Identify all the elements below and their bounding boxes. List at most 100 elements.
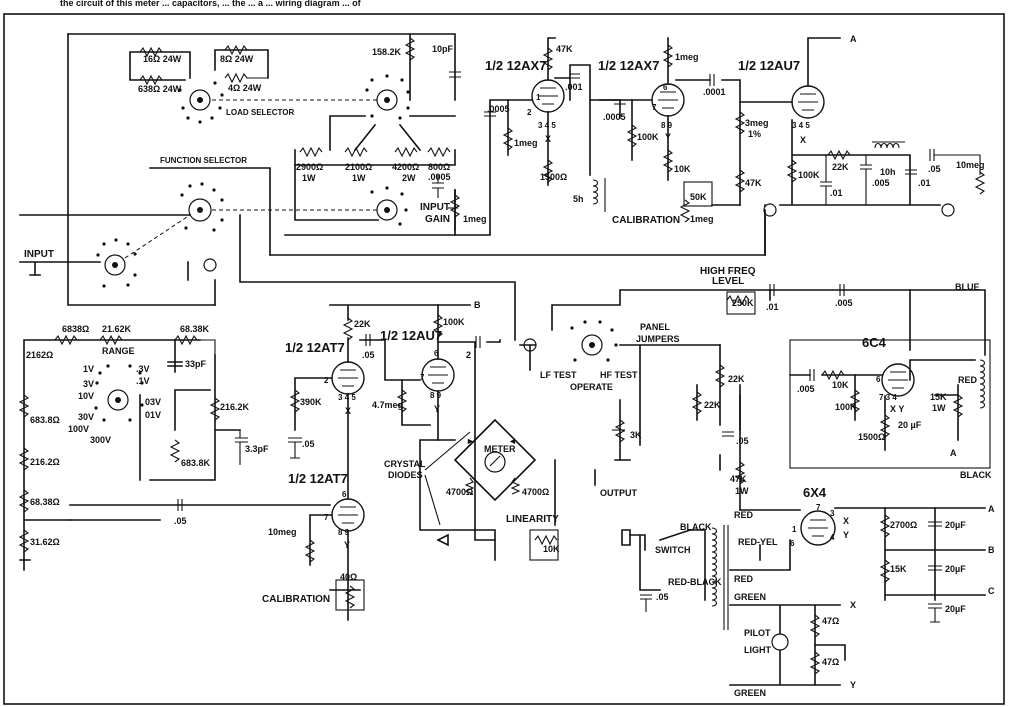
label-3-3pf: 3.3pF [245,444,269,454]
red-label-ps: RED [734,510,754,520]
pin-3-v8: 3 [830,509,835,518]
pins-89-v6: 8 9 [338,528,350,537]
label-4700-a: 4700Ω [446,487,473,497]
label-4700-b: 4700Ω [522,487,549,497]
label-47k-c: 47K [730,474,747,484]
label-0005-v2: .0005 [603,112,626,122]
pin-x-v3: X [800,135,806,145]
label-33pf: 33pF [185,359,207,369]
label-22k-a: 22K [832,162,849,172]
function-selector-label: FUNCTION SELECTOR [160,156,247,165]
pin-1: 1 [536,93,541,102]
label-05-b: .05 [362,350,375,360]
label-20uf-a: 20 µF [898,420,922,430]
label-20uf-d: 20µF [945,604,966,614]
label-20uf-b: 20µF [945,520,966,530]
black-label-osc: BLACK [960,470,992,480]
label-683ohm: 683.8Ω [30,415,60,425]
pin-7-v8: 7 [816,503,821,512]
calibration-bottom-label: CALIBRATION [262,594,330,605]
load-selector-block: 16Ω 24W 8Ω 24W 638Ω 24W 4Ω 24W LOAD SELE… [67,33,461,183]
node-a-osc: A [950,448,957,458]
label-22k-d: 22K [704,400,721,410]
pin-7-v6: 7 [324,513,329,522]
label-2w: 2W [402,173,416,183]
panel-jumpers-l2: JUMPERS [636,334,680,344]
red-label-osc: RED [958,375,978,385]
label-1w-d: 1W [735,486,749,496]
label-c2: 2 [466,350,471,360]
label-1w-c: 1W [932,403,946,413]
crystal-diodes-l2: DIODES [388,470,423,480]
calibration-top-label: CALIBRATION [612,215,680,226]
label-100k-d: 100K [835,402,857,412]
label-15k-b: 15K [890,564,907,574]
pin-4-v8: 4 [830,533,835,542]
input-gain-label-1: INPUT [420,202,450,213]
function-selector-block: FUNCTION SELECTOR .0005 INPUT GAIN 1meg … [19,33,766,341]
range-3v: .3V [136,364,150,374]
label-10k-v2: 10K [674,164,691,174]
load-selector-label: LOAD SELECTOR [226,108,295,117]
label-10meg-b: 10meg [268,527,297,537]
label-8ohm: 8Ω 24W [220,54,254,64]
range-01v: 01V [145,410,161,420]
pins-89-v2: 8 9 [661,121,673,130]
pilot-light-l2: LIGHT [744,645,771,655]
label-05-e: .05 [736,436,749,446]
pins-v7: 7 3 4 [879,393,897,402]
power-supply-block: SWITCH BLACK RED-BLACK .05 RED RED-YEL R… [621,485,995,698]
red-black-label: RED-BLACK [668,577,722,587]
meter-label: METER [484,444,516,454]
range-3v-b: 3V [83,379,94,389]
range-03v: 03V [145,397,161,407]
label-1meg-gain: 1meg [463,214,487,224]
output-label: OUTPUT [600,488,638,498]
pin-6: 6 [663,83,668,92]
hf-level-label-2: LEVEL [712,276,744,287]
pins-89-v5: 8 9 [430,391,442,400]
label-05-c: .05 [302,439,315,449]
pins-345-v4: 3 4 5 [338,393,356,402]
node-a-ps: A [988,504,995,514]
label-1w-b: 1W [352,173,366,183]
pin-x-v8: X [843,516,849,526]
label-100k-v3: 100K [798,170,820,180]
label-100k-c: 100K [443,317,465,327]
node-b: B [474,300,481,310]
label-005-b: .005 [835,298,853,308]
label-01-b: .01 [918,178,931,188]
pilot-light-symbol [771,633,789,651]
label-638ohm: 638Ω 24W [138,84,182,94]
green-label-top: GREEN [734,592,766,602]
label-40ohm: 40Ω [340,572,357,582]
label-10meg-a: 10meg [956,160,985,170]
tube-v8-label: 6X4 [803,485,827,500]
label-1meg-v1: 1meg [514,138,538,148]
panel-jumpers-block: HIGH FREQ LEVEL 250K .01 .005 BLUE PANEL… [519,266,986,511]
label-10pf: 10pF [432,44,454,54]
label-68-38ohm: 68.38Ω [30,497,60,507]
label-22k-b: 22K [354,319,371,329]
pin-1-v8: 1 [792,525,797,534]
label-683k: 683.8K [181,458,211,468]
label-390k: 390K [300,397,322,407]
node-y-ps: Y [850,680,856,690]
meter-arrow: ► [466,436,475,446]
pin-y-v5: Y [434,404,440,414]
label-0001: .0001 [703,87,726,97]
pin-7: 7 [652,103,657,112]
range-10v: 10V [78,391,94,401]
input-label: INPUT [24,249,54,260]
node-b-ps: B [988,545,995,555]
tube-v2-label: 1/2 12AX7 [598,58,659,73]
label-15k-a: 15K [930,392,947,402]
label-2100ohm: 2100Ω [345,162,372,172]
xy-v7: X Y [890,404,904,414]
pin-6-v7: 6 [876,375,881,384]
label-2162ohm: 2162Ω [26,350,53,360]
label-005-a: .005 [872,178,890,188]
label-216ohm: 216.2Ω [30,457,60,467]
